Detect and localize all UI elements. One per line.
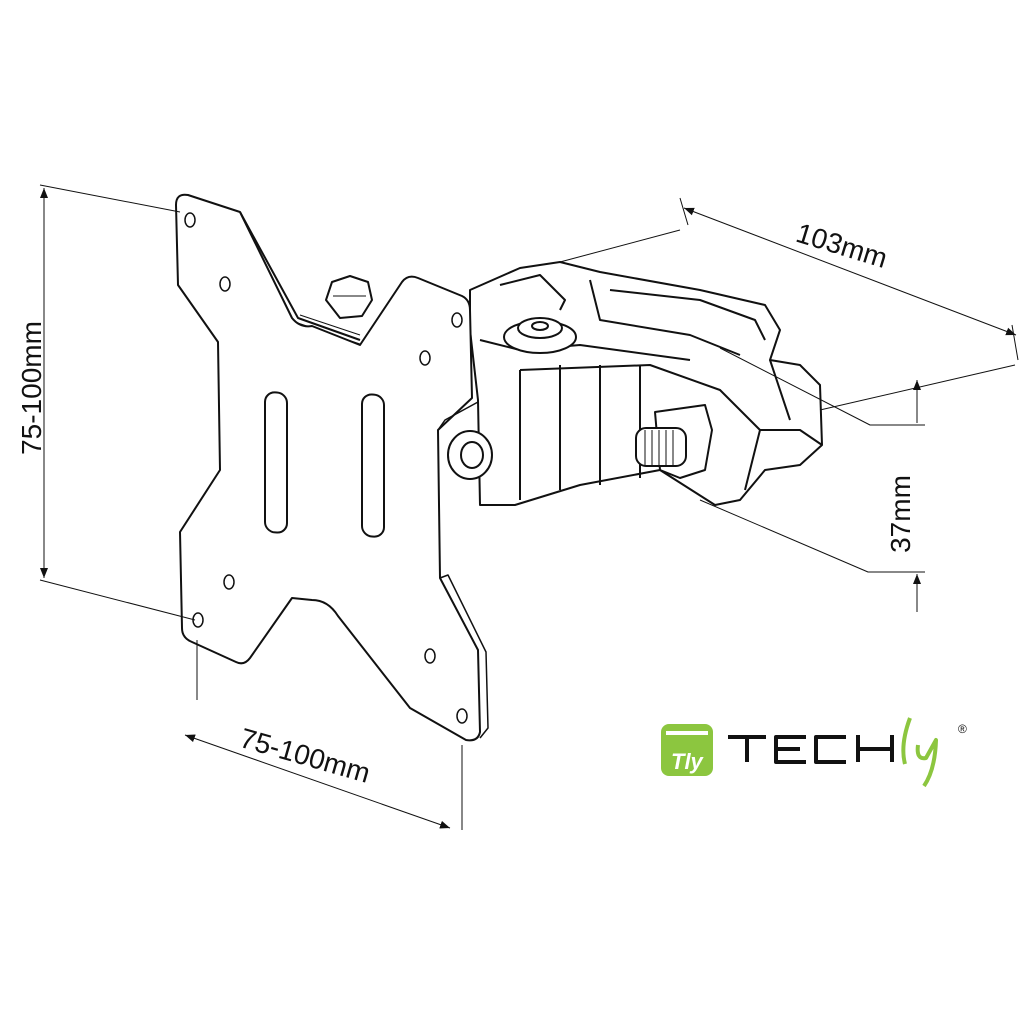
techly-logo-badge: Tly	[661, 724, 713, 776]
arm-bracket	[469, 261, 823, 506]
dimension-lines	[39, 184, 1019, 830]
dimension-label-height: 37mm	[884, 475, 916, 553]
mounting-holes	[184, 212, 468, 724]
registered-mark: ®	[958, 722, 967, 736]
techly-logo-wordmark	[728, 717, 938, 788]
plate-slot	[264, 391, 288, 534]
dimension-label-plate-height: 75-100mm	[15, 321, 47, 455]
svg-text:Tly: Tly	[671, 749, 705, 774]
plate-boss	[447, 430, 493, 480]
threaded-bolt	[635, 404, 713, 479]
vesa-plate	[175, 193, 493, 742]
pivot-bolt	[503, 317, 577, 354]
top-nut	[325, 275, 373, 319]
plate-slot	[361, 393, 385, 538]
